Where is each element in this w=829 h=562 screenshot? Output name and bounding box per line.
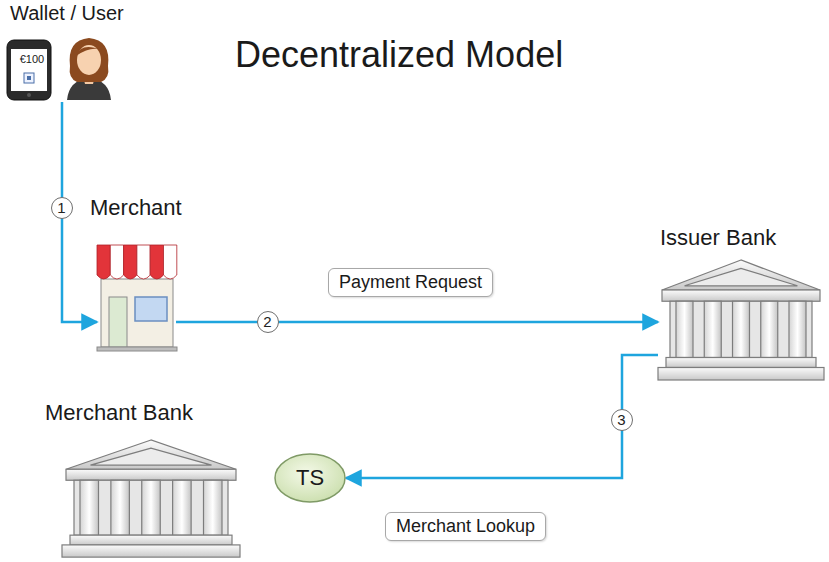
issuer-bank-node: Issuer Bank xyxy=(655,225,827,387)
merchant-node: Merchant xyxy=(88,195,184,353)
callout-number: 1 xyxy=(51,197,73,219)
node-heading: Merchant xyxy=(90,195,182,221)
callout-number: 3 xyxy=(611,409,633,431)
flow-connector xyxy=(346,355,658,478)
message-tag: Payment Request xyxy=(328,268,493,297)
message-tag: Merchant Lookup xyxy=(385,512,546,541)
node-heading: Issuer Bank xyxy=(660,225,776,251)
node-label: TS xyxy=(296,465,324,491)
callout-number: 2 xyxy=(257,311,279,333)
wallet-balance: €100 xyxy=(13,53,51,65)
diagram-title: Decentralized Model xyxy=(235,34,563,76)
node-heading: Merchant Bank xyxy=(45,400,193,426)
ts-ellipse: TS xyxy=(274,453,346,503)
wallet-user: Wallet / User €100 xyxy=(5,0,155,104)
flow-connector xyxy=(176,321,658,324)
node-heading: Wallet / User xyxy=(10,2,124,25)
merchant-bank-node: Merchant Bank xyxy=(45,400,245,562)
